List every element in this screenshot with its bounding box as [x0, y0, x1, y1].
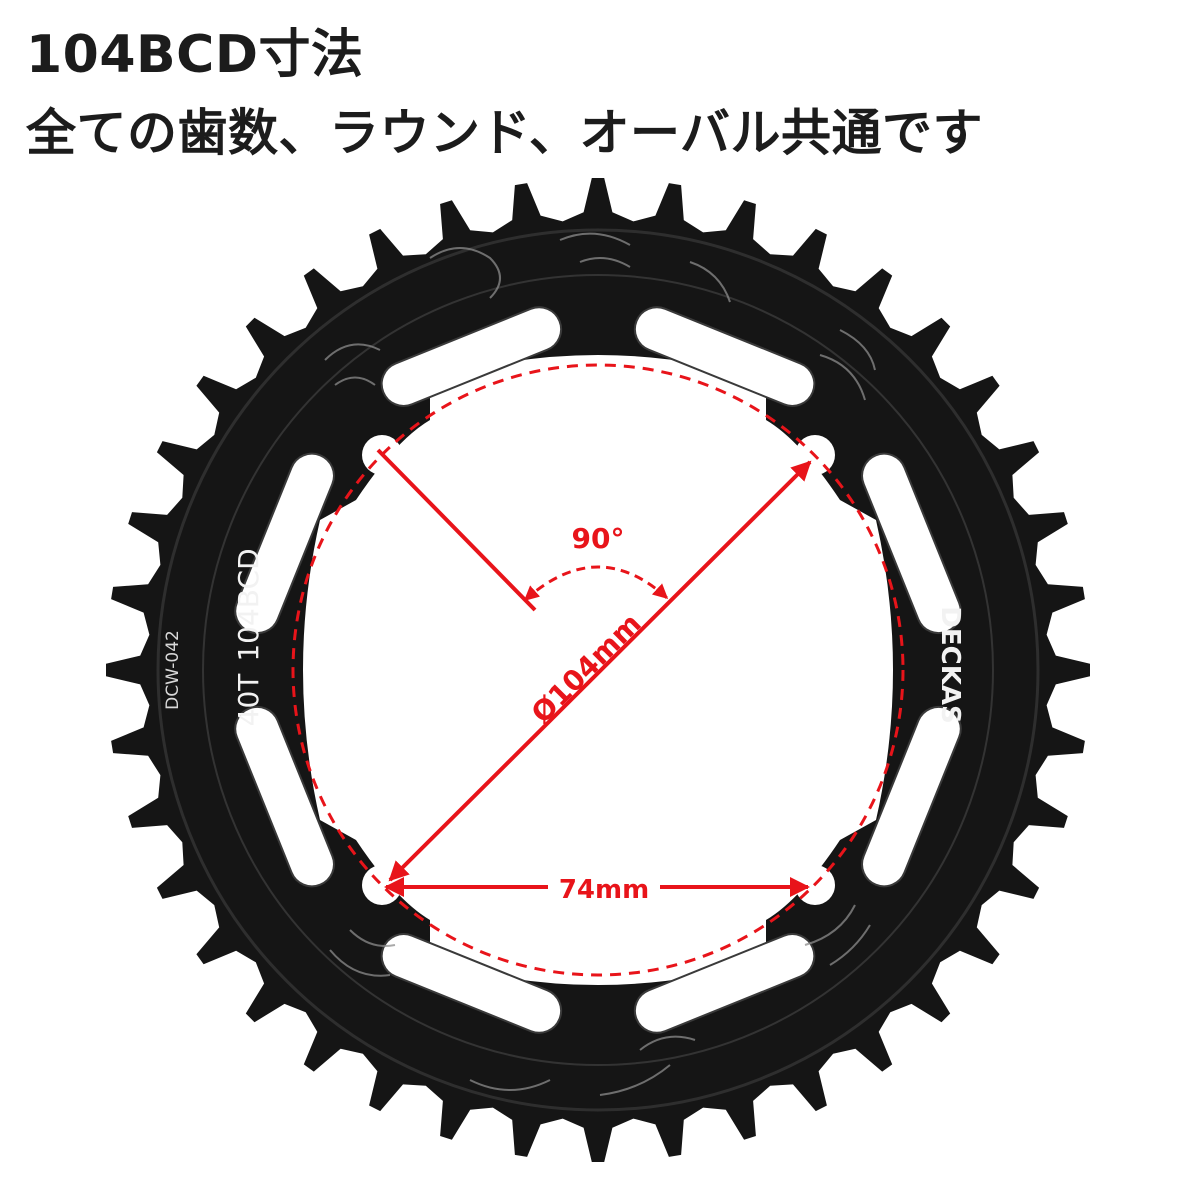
chainring-slot: [234, 452, 335, 635]
angle-arc: [523, 565, 669, 602]
page-subtitle: 全ての歯数、ラウンド、オーバル共通です: [26, 104, 983, 162]
pattern-decoration: [324, 232, 876, 1096]
ring-inner-groove: [202, 274, 994, 1066]
chainring-slot: [861, 452, 962, 635]
chainring-slot: [633, 933, 816, 1034]
spec-label: 104BCD: [232, 548, 265, 661]
model-label: DCW-042: [163, 630, 183, 710]
chainring-slot: [234, 705, 335, 888]
angle-leg-line: [376, 448, 537, 612]
page-title: 104BCD寸法: [26, 25, 364, 85]
ring-edge: [156, 228, 1040, 1112]
brand-label: DECKAS: [935, 606, 965, 723]
chainring-slots: [234, 306, 962, 1034]
bcd-circle: [291, 363, 905, 977]
chainring-slot: [380, 306, 563, 407]
spacing-label: 74mm: [559, 875, 649, 905]
chainring-slot: [380, 933, 563, 1034]
diameter-line: [388, 460, 812, 882]
chainring-slot: [861, 705, 962, 888]
angle-label: 90°: [572, 522, 625, 555]
chainring-slot: [633, 306, 816, 407]
teeth-label: 40T: [232, 673, 265, 727]
